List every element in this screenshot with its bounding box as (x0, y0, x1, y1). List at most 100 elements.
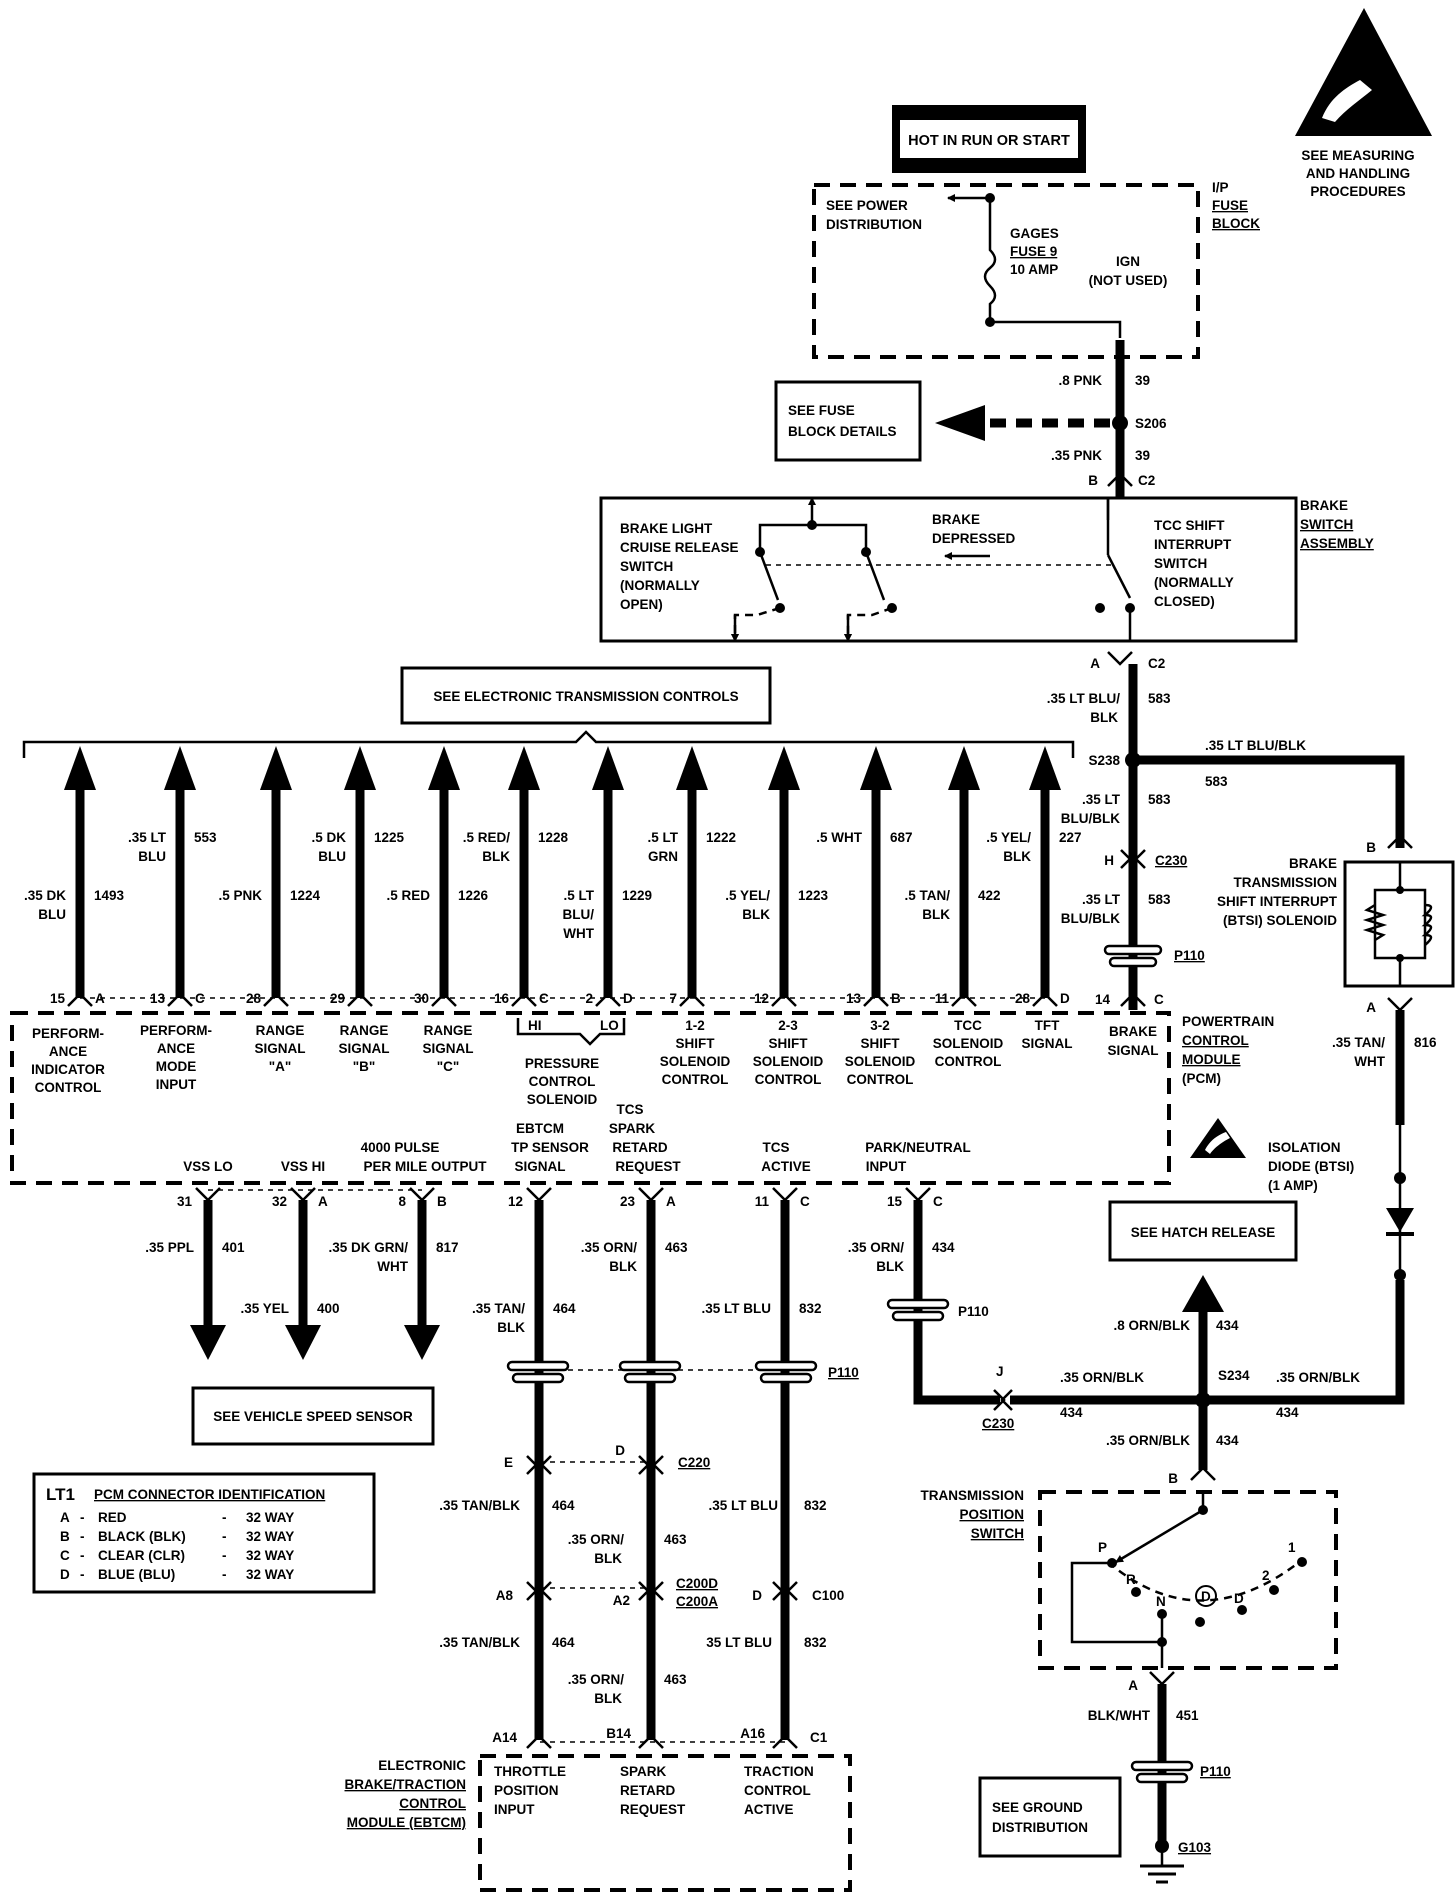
pcm-connector-identification-table: LT1 PCM CONNECTOR IDENTIFICATION A-RED-3… (32, 1472, 376, 1594)
conn-id-color-2: CLEAR (CLR) (98, 1548, 185, 1563)
c230-pin-j: J (996, 1364, 1004, 1379)
fuse-text-1: GAGES (1010, 226, 1059, 241)
wire-color-1-7: .5 LT (647, 830, 678, 845)
connector-p110-brake (1103, 944, 1163, 968)
pcm-pin-11-10 (951, 992, 977, 1007)
esd-warning-symbol: SEE MEASURING AND HANDLING PROCEDURES (1295, 8, 1432, 199)
wire-arrow-687 (860, 746, 892, 790)
tps-r: R (1126, 1572, 1136, 1587)
see-electronic-transmission-controls-box[interactable] (400, 666, 772, 725)
wire-arrow-422 (948, 746, 980, 790)
wire-434-num-3: 434 (1276, 1405, 1299, 1420)
conn-id-key-1: B (60, 1529, 70, 1544)
pin-number-3: 29 (330, 991, 345, 1006)
spark-text-1: TCS (617, 1102, 644, 1117)
tcs-active-text-1: TCS (763, 1140, 790, 1155)
pcs-text-1: PRESSURE (525, 1056, 599, 1071)
brake-signal-text-1: BRAKE (1109, 1024, 1157, 1039)
p110-label-ground: P110 (1200, 1764, 1231, 1779)
see-ground-distribution-box[interactable] (978, 1776, 1122, 1858)
s23-text-4: CONTROL (755, 1072, 822, 1087)
ebtcm-pin-b14: B14 (606, 1726, 631, 1741)
lower-464-color-2: .35 TAN/BLK (439, 1635, 520, 1650)
tps-pin-a (1149, 1671, 1175, 1686)
brake-signal-pin (1120, 992, 1146, 1007)
wire-color-1-0: .35 DK (24, 888, 66, 903)
pcm-bottom-pin-6 (905, 1187, 931, 1202)
see-hatch-release-box[interactable] (1108, 1200, 1298, 1262)
pcm-pin-2-6 (595, 992, 621, 1007)
bottom-wire-num-1: 400 (317, 1301, 340, 1316)
wire-arrow-400 (285, 1325, 321, 1360)
perf-ind-text-3: INDICATOR (31, 1062, 105, 1077)
lower-464-color: .35 TAN/BLK (439, 1498, 520, 1513)
p110-label-ebtcm: P110 (828, 1365, 859, 1380)
perf-ind-text-2: ANCE (49, 1044, 87, 1059)
wire-color-1-4: .5 RED (386, 888, 430, 903)
pcs-text-2: CONTROL (529, 1074, 596, 1089)
wire-816-num: 816 (1414, 1035, 1437, 1050)
wire-39-color-1: .8 PNK (1058, 373, 1102, 388)
pcm-name-4: (PCM) (1182, 1071, 1221, 1086)
pcm-pin-16-5 (511, 992, 537, 1007)
wire-arrow-1225 (344, 746, 376, 790)
wire-color-1-9: .5 WHT (816, 830, 863, 845)
s23-text-2: SHIFT (769, 1036, 809, 1051)
btsi-pin-b (1387, 834, 1413, 849)
pin-letter-9: B (891, 991, 901, 1006)
wire-num-4: 1226 (458, 888, 489, 903)
bottom-wire-color-1-4: .35 ORN/ (581, 1240, 638, 1255)
lower-832-color-2: 35 LT BLU (706, 1635, 772, 1650)
tps-d: D (1234, 1591, 1244, 1606)
s32-text-2: SHIFT (861, 1036, 901, 1051)
conn-id-way-3: 32 WAY (246, 1567, 294, 1582)
c230-pin-h: H (1104, 853, 1114, 868)
see-fuse-block-details-box[interactable] (774, 380, 922, 462)
p110-label-brake: P110 (1174, 948, 1205, 963)
conn-id-key-3: D (60, 1567, 70, 1582)
pcm-pin-30-4 (431, 992, 457, 1007)
wire-434-color-1: .8 ORN/BLK (1113, 1318, 1190, 1333)
splice-s206 (1112, 415, 1128, 431)
s32-text-4: CONTROL (847, 1072, 914, 1087)
ebtcm-throttle-1: THROTTLE (494, 1764, 566, 1779)
c100-pin-d: D (752, 1588, 762, 1603)
perf-mode-text-4: INPUT (156, 1077, 197, 1092)
wire-color-1-10: .5 TAN/ (904, 888, 950, 903)
park-neutral-text-2: INPUT (866, 1159, 907, 1174)
ebtcm-pin-a14: A14 (492, 1730, 517, 1745)
see-vehicle-speed-sensor-box[interactable] (191, 1386, 435, 1446)
s32-text-1: 3-2 (870, 1018, 890, 1033)
ebtcm-throttle-2: POSITION (494, 1783, 559, 1798)
range-a-text-3: "A" (269, 1059, 292, 1074)
wire-arrow-401 (190, 1325, 226, 1360)
wire-color-1-1: .35 LT (128, 830, 167, 845)
c200a-pin-a2: A2 (613, 1593, 630, 1608)
pin-number-1: 13 (150, 991, 166, 1006)
pcm-top-labels: PERFORM- ANCE INDICATOR CONTROL PERFORM-… (31, 992, 1274, 1107)
wire-num-5: 1228 (538, 830, 569, 845)
wire-color-1-5: .5 RED/ (463, 830, 511, 845)
tps-pin-a-label: A (1128, 1678, 1138, 1693)
c2-pin-a: A (1090, 656, 1100, 671)
fuse-block-outline (812, 183, 1200, 359)
pcm-pin-13-9 (863, 992, 889, 1007)
tps-name-2: POSITION (959, 1507, 1024, 1522)
btsi-pin-a-label: A (1366, 1000, 1376, 1015)
pcs-hi-text: HI (528, 1018, 542, 1033)
ip-text-2: FUSE (1212, 198, 1248, 213)
tps-contacts (1070, 1492, 1307, 1668)
spark-text-4: REQUEST (615, 1159, 681, 1174)
lower-463-color-3: .35 ORN/ (568, 1672, 625, 1687)
wire-color-1-11: .5 YEL/ (986, 830, 1031, 845)
lower-463-num: 463 (664, 1532, 687, 1547)
bottom-wire-color-1-6: .35 ORN/ (848, 1240, 905, 1255)
lower-832-num-2: 832 (804, 1635, 827, 1650)
pcs-bracket (516, 1018, 626, 1046)
see-hatch-release-text: SEE HATCH RELEASE (1131, 1225, 1276, 1240)
wire-451-num: 451 (1176, 1708, 1199, 1723)
conn-id-color-3: BLUE (BLU) (98, 1567, 175, 1582)
wire-arrow-1224 (260, 746, 292, 790)
bottom-pin-number-6: 15 (887, 1194, 903, 1209)
